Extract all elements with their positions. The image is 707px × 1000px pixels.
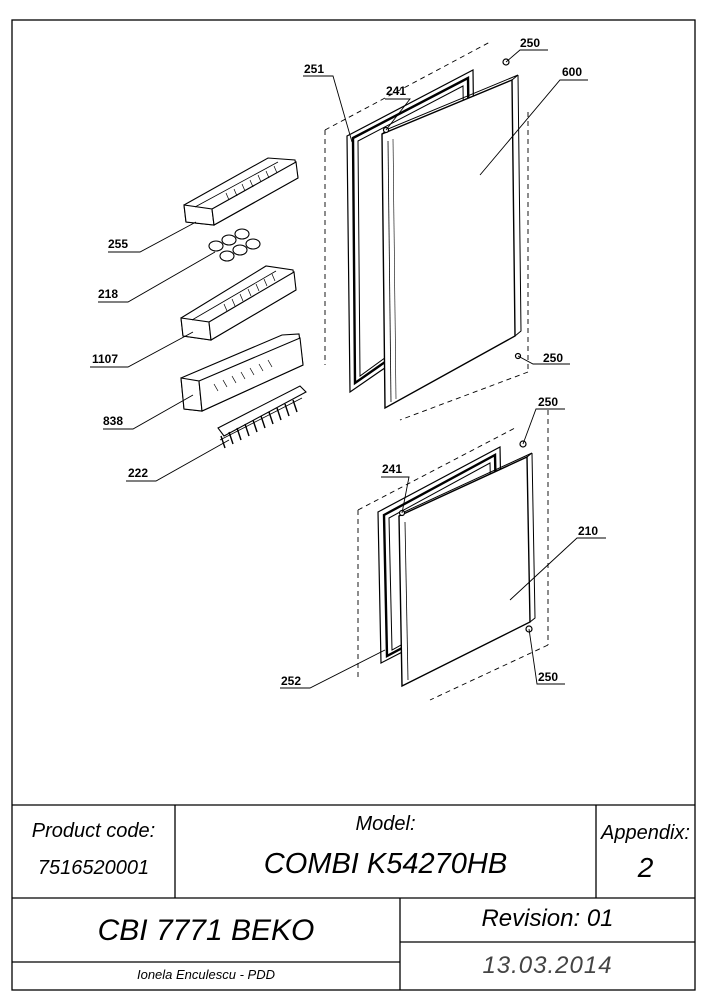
model-value: COMBI K54270HB (263, 848, 508, 880)
sheet-frame (11, 19, 696, 991)
label-250-top: 250 (520, 36, 540, 50)
label-600: 600 (562, 65, 582, 79)
leader-lines (90, 49, 606, 689)
label-838: 838 (103, 414, 123, 428)
label-210: 210 (578, 524, 598, 538)
upper-door-panel (381, 74, 522, 410)
label-251: 251 (304, 62, 324, 76)
door-shelf-1107 (180, 265, 297, 341)
author: Ionela Enculescu - PDD (136, 967, 275, 982)
part-labels: 250 251 241 600 255 218 1107 838 222 250… (92, 36, 598, 688)
label-218: 218 (98, 287, 118, 301)
product-code-label: Product code: (31, 820, 156, 842)
lower-door-group (357, 410, 549, 701)
door-shelf-255 (183, 157, 299, 226)
shelf-838-slots (213, 359, 273, 392)
label-250-mid: 250 (543, 351, 563, 365)
model-label: Model: (355, 813, 416, 835)
label-241-top: 241 (386, 84, 406, 98)
product-code-value: 7516520001 (37, 857, 150, 879)
lower-door-panel (398, 452, 536, 688)
revision: Revision: 01 (481, 905, 614, 932)
label-241-low: 241 (382, 462, 402, 476)
label-252: 252 (281, 674, 301, 688)
bottle-retainer-222 (217, 385, 307, 449)
shelf-1107-slots (223, 273, 276, 312)
product-name: CBI 7771 BEKO (97, 914, 315, 947)
label-1107: 1107 (92, 352, 118, 366)
shelf-255-slots (225, 165, 278, 201)
appendix-label: Appendix: (601, 822, 690, 844)
label-250-bottom: 250 (538, 670, 558, 684)
lower-dashed-outline (357, 410, 549, 701)
date: 13.03.2014 (482, 952, 613, 979)
egg-tray-218 (208, 228, 261, 262)
label-255: 255 (108, 237, 128, 251)
label-222: 222 (128, 466, 148, 480)
label-250-low: 250 (538, 395, 558, 409)
upper-dashed-outline (324, 41, 529, 421)
bottle-shelf-838 (180, 333, 304, 412)
appendix-value: 2 (637, 852, 654, 883)
upper-door-group (324, 41, 529, 421)
title-block-grid (12, 804, 695, 990)
